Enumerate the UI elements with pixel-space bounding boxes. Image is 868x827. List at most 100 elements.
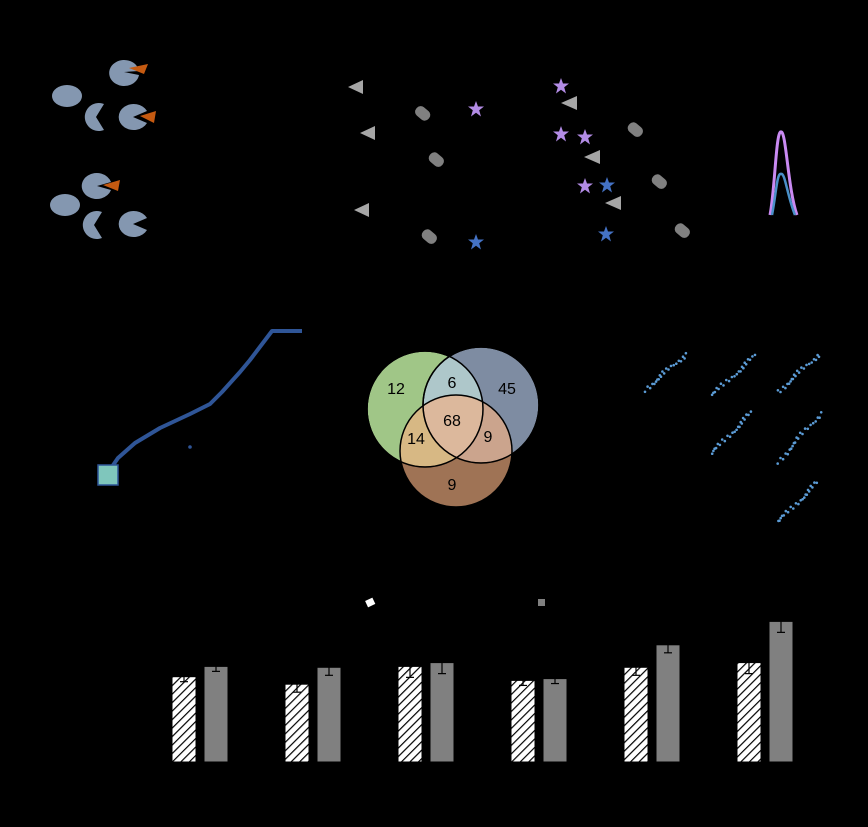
scatter-point — [713, 390, 717, 394]
scatter-point — [779, 456, 782, 460]
scatter-point — [739, 370, 742, 373]
venn-count-blue-orange: 9 — [484, 429, 493, 446]
scatter-point — [669, 364, 673, 368]
peak-trace-purple — [768, 130, 799, 216]
venn-diagram: 12 6 45 68 14 9 9 — [366, 346, 540, 508]
scatter-point — [728, 435, 732, 439]
bar-hatched — [397, 665, 423, 763]
scatter-point — [672, 363, 675, 367]
capsule-compound-icon — [674, 223, 690, 238]
scatter-point — [679, 360, 683, 363]
star-compound-icon — [553, 126, 569, 142]
scatter-point — [753, 353, 757, 357]
star-compound-icon — [598, 226, 614, 242]
scatter-point — [742, 366, 745, 370]
scatter-point — [677, 359, 681, 363]
scatter-point — [748, 358, 752, 362]
scatter-point — [811, 486, 814, 489]
capsule-compound-icon — [415, 106, 431, 121]
scatter-point — [719, 382, 723, 386]
bar-solid — [542, 678, 568, 763]
capsule-compound-icon — [627, 122, 643, 137]
scatter-point — [801, 498, 804, 501]
capsule-compound-icon — [651, 174, 667, 189]
scatter-point — [811, 421, 815, 425]
star-compound-icon — [553, 78, 569, 94]
scatter-point — [740, 422, 744, 425]
scatter-point — [661, 370, 664, 373]
venn-count-green-only: 12 — [387, 381, 405, 398]
ligand-tag-icon — [140, 111, 156, 123]
scatter-point — [744, 363, 748, 366]
scatter-point — [727, 379, 731, 383]
scatter-point — [735, 428, 738, 432]
scatter-point — [654, 380, 658, 383]
scatter-point — [683, 357, 686, 360]
scatter-point — [722, 384, 725, 387]
bar-solid — [316, 666, 342, 763]
venn-count-green-orange: 14 — [407, 431, 425, 448]
scatter-point — [810, 361, 813, 364]
scatter-point — [798, 431, 802, 435]
bar-solid — [203, 665, 229, 763]
scatter-point — [735, 372, 739, 376]
protein-subunit — [52, 85, 82, 107]
scatter-point — [643, 390, 647, 394]
venn-count-all-three: 68 — [443, 413, 461, 430]
scatter-point — [659, 375, 663, 379]
scatter-point — [807, 362, 811, 366]
scatter-point — [730, 375, 734, 379]
scatter-point — [648, 386, 652, 390]
scatter-point — [653, 382, 656, 386]
scatter-point — [716, 442, 720, 446]
ligand-tag-icon — [103, 180, 120, 191]
protein-subunit-c-shape — [84, 103, 104, 131]
scatter-point — [779, 390, 782, 394]
bar-chart — [171, 597, 794, 763]
triangle-compound-icon — [584, 150, 600, 164]
scatter-point — [747, 413, 750, 417]
scatter-point — [784, 452, 787, 455]
scatter-point — [814, 420, 817, 423]
venn-count-orange-only: 9 — [448, 477, 457, 494]
scatter-point — [776, 462, 779, 465]
triangle-compound-icon — [360, 126, 375, 140]
protein-subunit-with-pocket — [81, 173, 111, 200]
scatter-point — [813, 481, 816, 484]
panel-c-line-plot — [97, 329, 302, 486]
scatter-point — [814, 358, 818, 362]
scatter-point — [805, 363, 808, 367]
scatter-point — [794, 374, 797, 378]
scatter-point — [743, 418, 746, 421]
scatter-point — [651, 382, 654, 386]
scatter-point — [720, 438, 724, 441]
scatter-point — [779, 516, 782, 520]
protein-subunit — [50, 194, 80, 216]
scatter-point — [801, 432, 804, 436]
chromatogram-peak — [768, 130, 799, 216]
scatter-point — [796, 437, 800, 440]
scatter-point — [819, 411, 823, 414]
bar-solid — [768, 620, 794, 763]
scatter-point — [793, 441, 797, 444]
panel-a-protein-schematic — [50, 60, 156, 240]
scatter-point — [715, 386, 718, 390]
star-compound-icon — [468, 234, 484, 250]
scatter-point — [733, 375, 736, 378]
bar-hatched — [284, 683, 310, 763]
scatter-point — [802, 367, 806, 370]
scatter-point — [789, 505, 792, 509]
scatter-point — [667, 368, 670, 371]
scatter-point — [710, 452, 714, 456]
protein-subunit-with-pocket — [118, 104, 147, 130]
scatter-point — [806, 427, 810, 431]
legend-swatch-hatched — [365, 597, 376, 608]
bar-hatched — [736, 662, 762, 763]
peak-trace-blue — [770, 172, 797, 216]
scatter-point — [791, 377, 795, 381]
star-compound-icon — [577, 129, 593, 145]
scatter-point — [809, 484, 812, 488]
triangle-compound-icon — [354, 203, 369, 217]
capsule-compound-icon — [428, 152, 444, 167]
scatter-point — [681, 355, 685, 359]
